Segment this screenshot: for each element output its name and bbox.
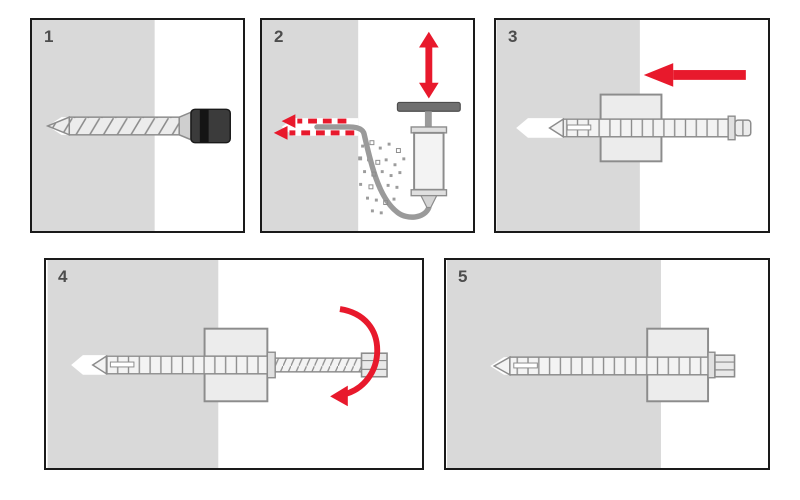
- insertion-arrow-left-icon: [643, 63, 746, 87]
- pump-hose: [314, 124, 432, 220]
- blow-pump-icon: [314, 101, 461, 220]
- expansion-slot: [513, 362, 538, 369]
- step-5-illustration: [447, 260, 736, 468]
- anchor-collar: [727, 115, 736, 141]
- step-4-illustration: [47, 260, 388, 468]
- step-number-3: 3: [508, 27, 518, 46]
- step-2-illustration: [262, 20, 461, 231]
- expansion-slot: [566, 124, 592, 131]
- anchor-collar: [707, 351, 716, 379]
- rotation-arrow-icon: [330, 306, 381, 407]
- threaded-screw-icon: [274, 357, 363, 373]
- airflow-dashed-arrows-icon: [273, 114, 355, 140]
- anchor-sleeve-icon: [548, 115, 736, 141]
- anchor-sleeve-icon: [91, 351, 276, 379]
- panel-step-1: 1: [30, 18, 245, 233]
- drill-chuck-icon: [178, 108, 231, 144]
- step-1-illustration: [32, 20, 231, 231]
- panel-step-5: 5: [444, 258, 770, 470]
- pump-motion-double-arrow-icon: [419, 31, 439, 99]
- hex-head-icon: [714, 354, 736, 378]
- step-3-illustration: [496, 20, 752, 231]
- expansion-slot: [109, 361, 135, 368]
- drill-bit-icon: [45, 116, 180, 136]
- step-number-5: 5: [458, 267, 468, 286]
- step-number-2: 2: [274, 27, 284, 46]
- anchor-collar: [266, 351, 276, 379]
- step-number-4: 4: [58, 267, 68, 286]
- dust-particles-icon: [358, 140, 406, 215]
- anchor-sleeve-icon: [492, 351, 716, 379]
- step-number-1: 1: [44, 27, 54, 46]
- panel-step-2: 2: [260, 18, 475, 233]
- screw-head-icon: [734, 119, 752, 137]
- panel-step-4: 4: [44, 258, 424, 470]
- panel-step-3: 3: [494, 18, 770, 233]
